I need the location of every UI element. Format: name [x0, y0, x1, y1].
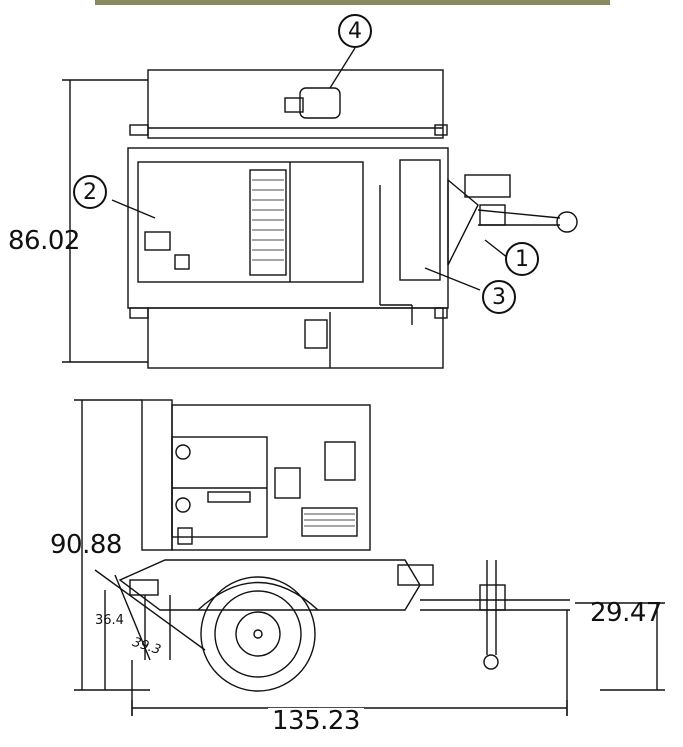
grille-hatch — [252, 179, 355, 527]
dimension-side-height: 90.88 — [50, 530, 122, 560]
callout-2: 2 — [73, 175, 107, 209]
photo-strip — [95, 0, 610, 5]
dimension-overall-length: 135.23 — [268, 708, 364, 734]
side-view — [74, 399, 665, 716]
callout-1: 1 — [505, 242, 539, 276]
top-view — [62, 47, 578, 369]
callout-4: 4 — [338, 14, 372, 48]
dimension-36-4: 36.4 — [95, 613, 124, 628]
dimension-top-height: 86.02 — [8, 226, 80, 256]
dimension-hitch-height: 29.47 — [590, 598, 662, 628]
callout-3: 3 — [482, 280, 516, 314]
